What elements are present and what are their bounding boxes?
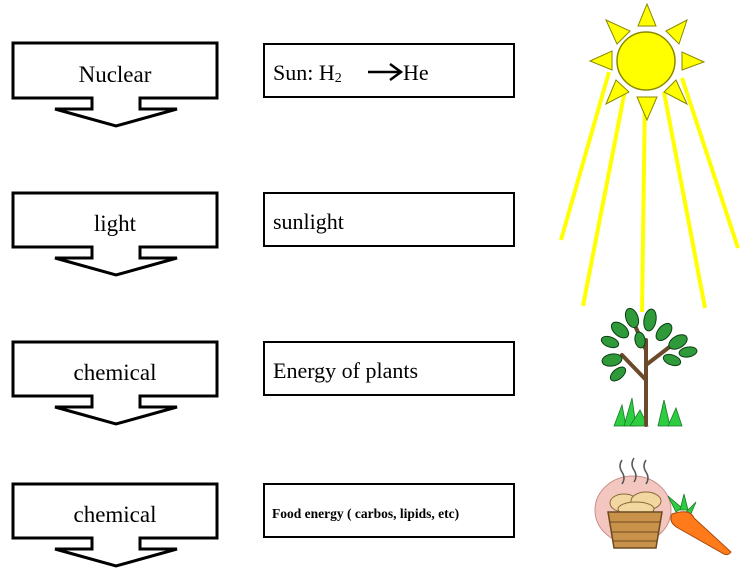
source-box-2: sunlight (263, 192, 515, 247)
carrot-icon (667, 493, 732, 556)
energy-form-label-3: chemical (73, 360, 156, 385)
source-text-1: Sun: H2 (273, 60, 342, 86)
source-box-4: Food energy ( carbos, lipids, etc) (263, 483, 515, 538)
source-text-3: Energy of plants (273, 358, 418, 383)
energy-form-label-4: chemical (73, 502, 156, 527)
energy-form-box-3: chemical (11, 340, 219, 426)
sun-icon (559, 2, 740, 313)
down-arrow-box-3 (11, 340, 219, 426)
energy-form-label-1: Nuclear (79, 62, 152, 87)
energy-form-box-4: chemical (11, 482, 219, 568)
source-box-3: Energy of plants (263, 341, 515, 396)
down-arrow-box-4 (11, 482, 219, 568)
energy-form-label-2: light (94, 211, 137, 236)
right-arrow-icon (368, 62, 404, 82)
source-text-4: Food energy ( carbos, lipids, etc) (272, 506, 459, 521)
source-text-2: sunlight (273, 209, 344, 234)
food-basket-icon (594, 457, 732, 556)
down-arrow-box-1 (11, 41, 219, 128)
sun-rays (559, 71, 740, 313)
tree-icon (600, 307, 698, 427)
source-product: He (403, 60, 429, 85)
down-arrow-box-2 (11, 191, 219, 277)
energy-form-box-1: Nuclear (11, 41, 219, 128)
source-box-1: Sun: H2 He (263, 43, 515, 98)
energy-form-box-2: light (11, 191, 219, 277)
